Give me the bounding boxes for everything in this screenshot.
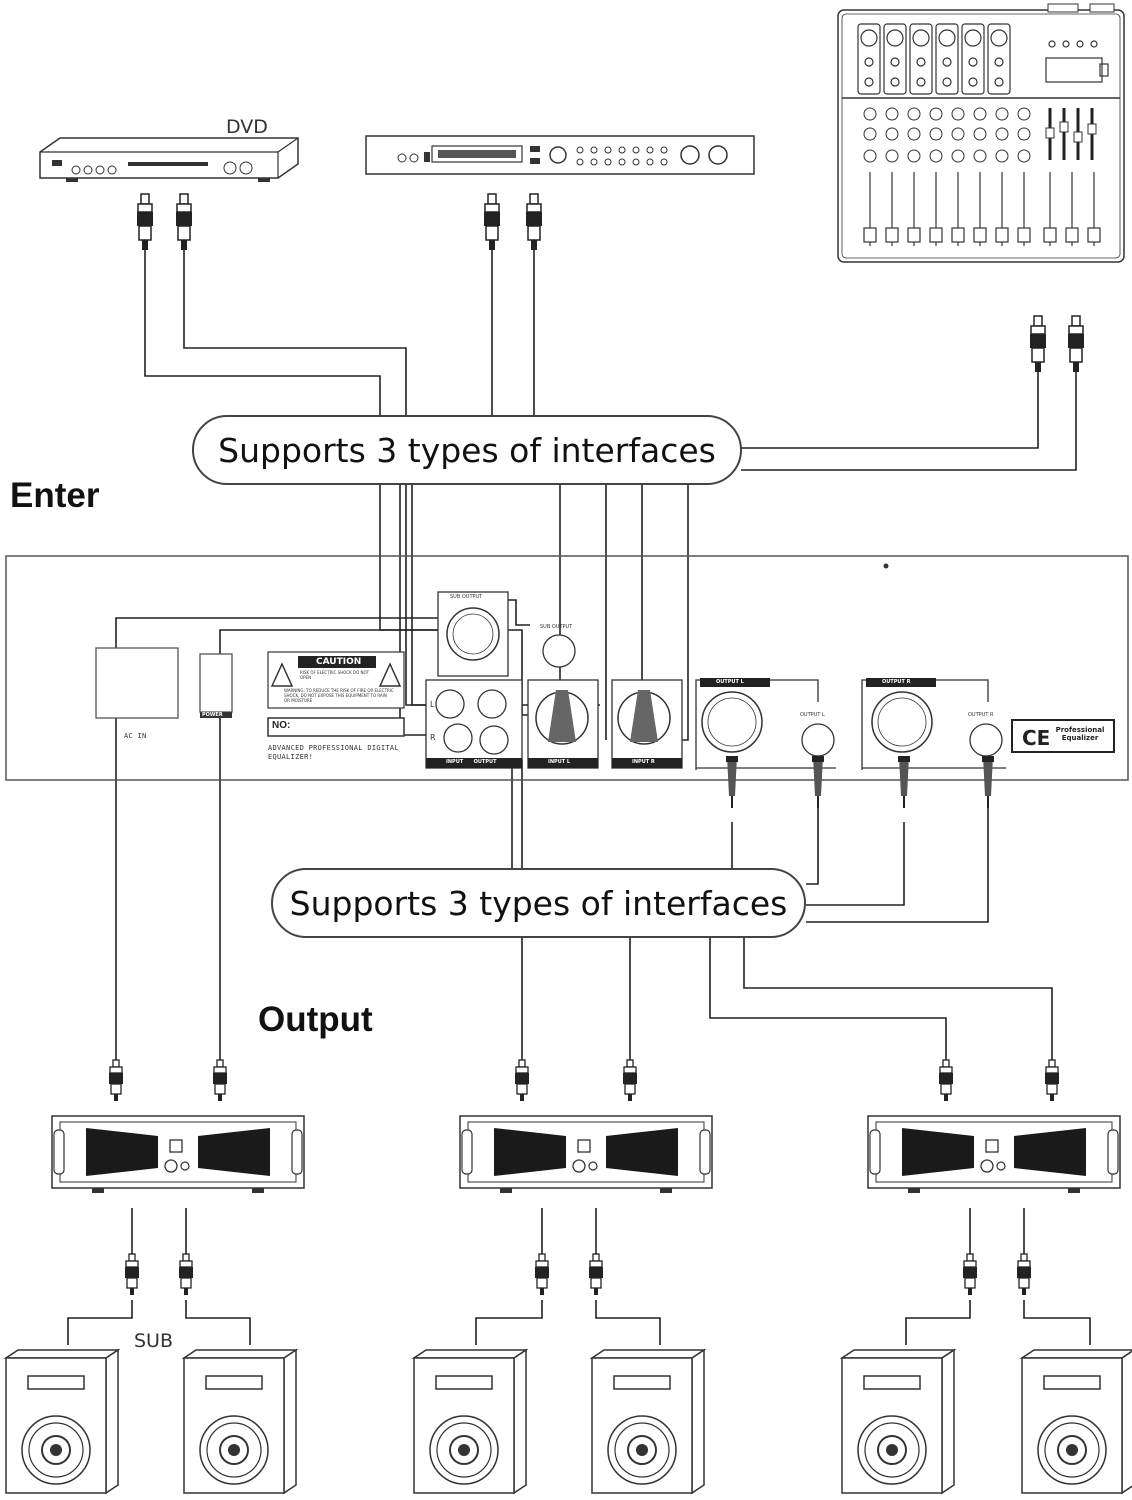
serial-no-label: NO: [272,720,291,731]
interfaces-pill-bottom-text: Supports 3 types of interfaces [289,883,788,923]
amplifier-2 [459,1115,713,1194]
ac-in-socket [95,647,179,719]
cable-mixer-left [741,362,1039,449]
speaker-3-right [1021,1349,1132,1494]
rca-plugs-amps-in [108,1059,1060,1102]
cable-sub-left [115,617,462,1060]
output-l-label: OUTPUT L [716,679,744,685]
processor-unit [365,135,755,175]
speaker-sub-right [183,1349,297,1494]
input-l-label: INPUT L [548,759,571,765]
warning-text: WARNING: TO REDUCE THE RISK OF FIRE OR E… [284,688,394,703]
cable-outR-xlr [806,822,905,906]
cable-enter-2 [411,484,440,706]
sub-output-xlr-label: SUB OUTPUT [450,594,483,600]
cable-sub-right [219,629,462,1060]
cable-outL-rca [806,806,819,885]
interfaces-pill-bottom: Supports 3 types of interfaces [271,868,806,938]
sub-output-rca-label: SUB OUTPUT [540,624,573,630]
output-label: Output [258,1000,373,1039]
output-r-rca [969,723,1003,757]
cable-sub-link [508,599,530,626]
cable-amp3-right [743,937,1053,1060]
mixer [837,3,1125,263]
in-r-label: R [430,733,436,742]
svg-text:CE: CE [1022,726,1050,750]
amplifier-1 [51,1115,305,1194]
speaker-sub-left [5,1349,119,1494]
speaker-2-right [591,1349,705,1494]
ac-in-label: AC IN [124,732,147,740]
output-r-label: OUTPUT R [882,679,911,685]
cable-out-2 [496,759,523,868]
speaker-2-left [413,1349,527,1494]
ce-badge [1011,719,1115,753]
model-line-2: EQUALIZER! [268,753,314,761]
cables [67,230,1091,1345]
interfaces-pill-top: Supports 3 types of interfaces [192,415,742,485]
output-r-rca-label: OUTPUT R [968,712,994,718]
dvd-label: DVD [226,116,268,138]
interfaces-pill-top-text: Supports 3 types of interfaces [218,430,716,470]
output-r-xlr [871,691,933,753]
output-l-rca [801,723,835,757]
enter-label: Enter [10,476,100,515]
input-output-label: INPUT OUTPUT [446,759,497,765]
model-line-1: ADVANCED PROFESSIONAL DIGITAL [268,744,399,752]
cable-amp3-left [709,937,947,1060]
cable-mixer-right [741,362,1077,471]
ce-badge-text: Professional Equalizer [1055,726,1105,742]
in-l-label: L [430,700,435,709]
speaker-3-left [841,1349,955,1494]
sub-output-rca [542,634,576,668]
input-r-label: INPUT R [632,759,655,765]
caution-sub: RISK OF ELECTRIC SHOCK DO NOT OPEN [300,670,370,680]
power-label: POWER [202,712,223,718]
power-switch [199,653,233,713]
caution-title: CAUTION [316,657,362,667]
dvd-player [39,137,299,182]
sub-label: SUB [134,1330,174,1352]
xlr-plugs [725,755,995,809]
serial-box [267,717,405,737]
cable-outR-rca [806,806,989,923]
amplifier-3 [867,1115,1121,1194]
output-l-xlr [701,691,763,753]
output-l-rca-label: OUTPUT L [800,712,825,718]
equalizer-rear-panel: CE [5,555,1129,781]
rca-plugs-speakers [124,1253,1032,1296]
